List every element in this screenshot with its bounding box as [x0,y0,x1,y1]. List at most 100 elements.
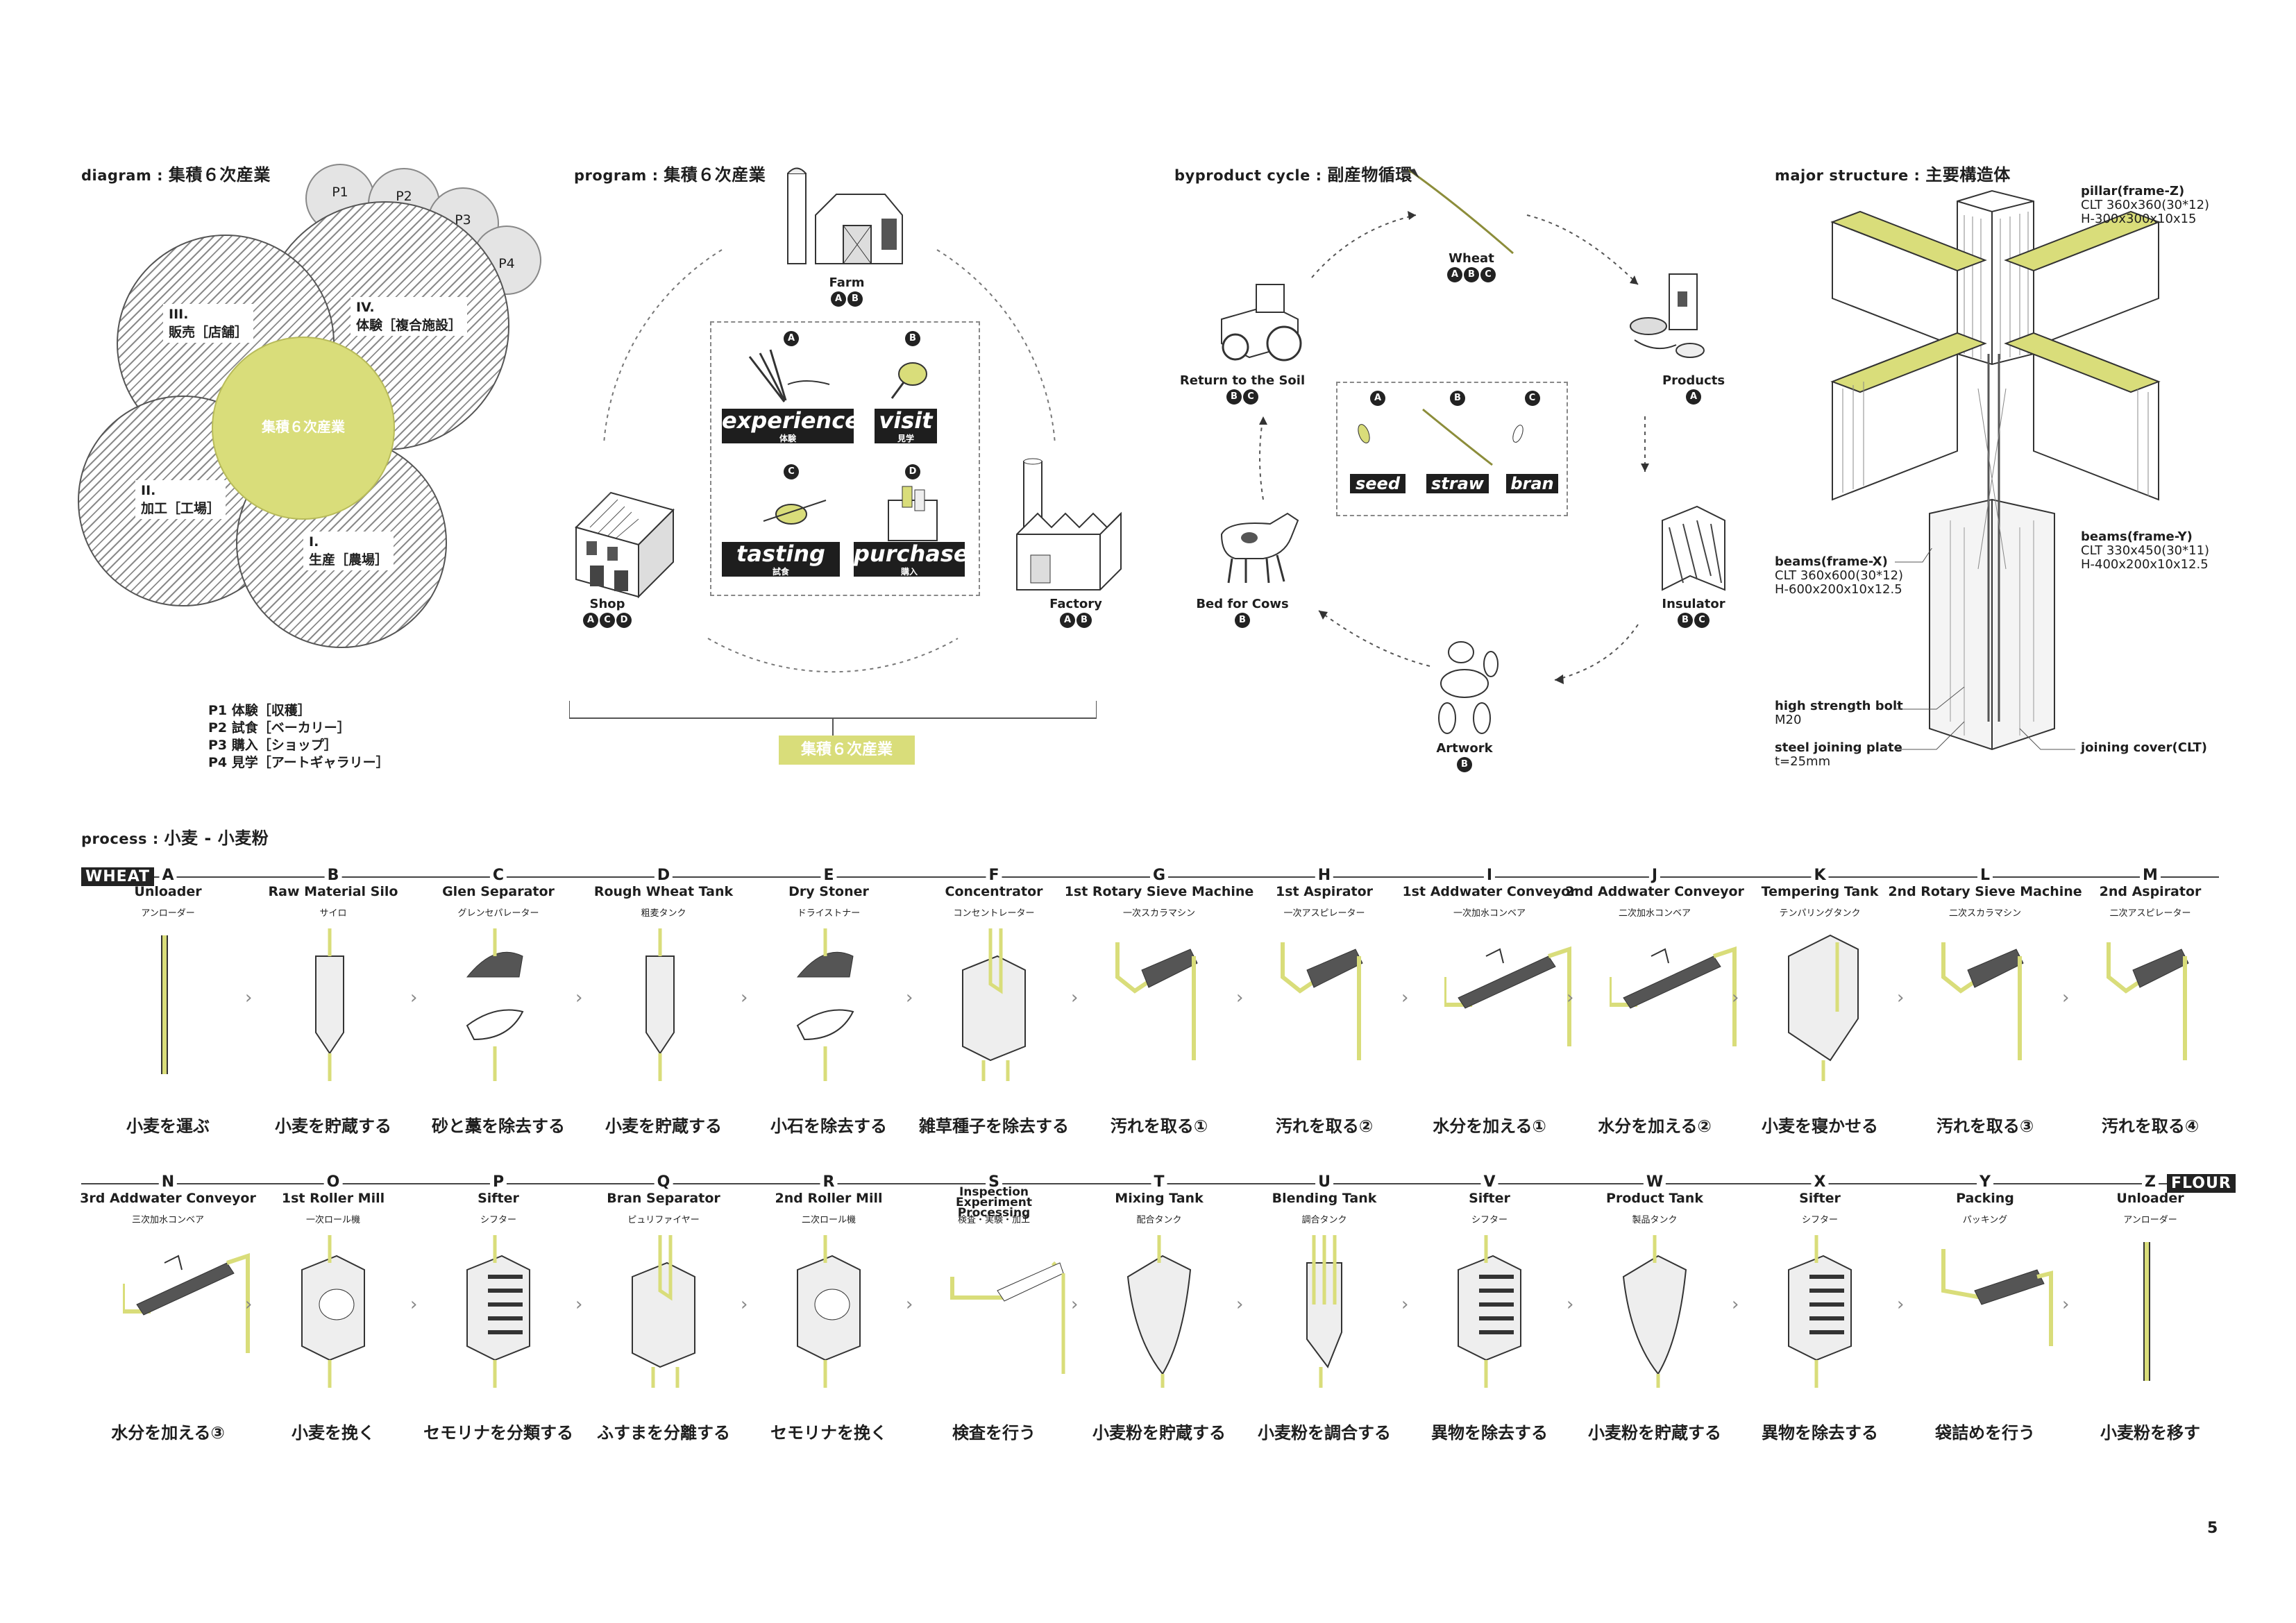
zone-label-iv: IV.体験［複合施設］ [351,297,468,336]
legend-p3: P3 購入［ショップ］ [208,738,337,753]
process-step-jp: 一次ロール機 [305,1215,361,1225]
process-step-jp: 一次スカラマシン [1122,908,1196,919]
process-icon-mill [797,1235,861,1388]
process-step-jp: テンパリングタンク [1779,908,1861,919]
label-beams-x-line1: CLT 360x600(30*12) [1775,568,1904,583]
process-step-action: 小麦を貯蔵する [605,1116,722,1136]
process-step-jp: 三次加水コンベア [131,1215,205,1225]
process-step-name: Product Tank [1606,1191,1703,1206]
activity-purchase: D purchase 購入 [854,464,972,588]
badge-b: B [1678,613,1693,628]
node-insulator-label: Insulator [1662,597,1725,611]
process-step-action: 小石を除去する [770,1116,887,1136]
process-step-jp: 配合タンク [1136,1215,1182,1225]
process-icon-pipe [161,935,168,1074]
process-step-jp: 一次加水コンベア [1453,908,1526,919]
process-step-name: Concentrator [945,884,1043,899]
bran-icon [1512,425,1523,443]
process-arrow-icon: › [575,987,583,1008]
diagram-title-jp: 集積６次産業 [168,165,271,185]
label-bolt-title: high strength bolt [1775,699,1903,713]
process-step-name: Raw Material Silo [268,884,398,899]
process-step-name: 2nd Roller Mill [775,1191,883,1206]
zone-label-ii: II.加工［工場］ [135,480,226,519]
process-step-letter: O [323,1173,343,1191]
magnifier-icon [890,362,927,399]
label-plate-title: steel joining plate [1775,740,1902,755]
program-ring [569,249,1097,736]
badge-a: A [583,613,598,628]
process-arrow-icon: › [741,987,748,1008]
process-step-action: 水分を加える② [1598,1116,1712,1136]
wheat-tag: WHEAT [81,867,155,886]
process-arrow-icon: › [906,1294,913,1315]
shopping-bag-icon [888,486,938,541]
process-icon-silo [315,928,344,1081]
process-arrow-icon: › [1071,1294,1079,1315]
process-icon-sieve [1115,942,1198,1060]
label-bolt-line1: M20 [1775,713,1802,727]
process-step-letter: B [324,867,342,884]
process-arrow-icon: › [410,987,418,1008]
wheat-hand-icon [748,349,830,402]
process-step-action: ふすまを分離する [597,1423,730,1443]
process-step-action: 小麦を挽く [292,1423,375,1443]
program-title-en: program : [574,167,659,184]
artwork-balloon-dog-icon [1438,641,1499,734]
process-step-jp: 調合タンク [1301,1215,1347,1225]
process-step-jp: グレンセパレーター [457,908,539,919]
process-icon-sifter [1458,1235,1521,1388]
process-icon-sifter [1788,1235,1852,1388]
process-icon-blend [1306,1235,1342,1388]
flour-tag: FLOUR [2167,1174,2236,1193]
process-step-action: 異物を除去する [1431,1423,1548,1443]
process-step-letter: K [1811,867,1829,884]
process-step-jp: 二次加水コンベア [1618,908,1691,919]
badge-b: B [847,291,863,307]
process-step-letter: Z [2142,1173,2159,1191]
process-icon-silo [645,928,675,1081]
process-step-action: 汚れを取る③ [1936,1116,2034,1136]
activity-experience: A experience 体験 [722,330,861,455]
visit-card-jp: 見学 [897,434,914,443]
legend-p2: P2 試食［ベーカリー］ [208,720,351,736]
process-step-jp: コンセントレーター [953,908,1035,919]
process-step-action: 小麦粉を移す [2100,1423,2200,1443]
experience-card-en: experience [722,407,860,434]
straw-card: straw [1426,474,1489,493]
factory-illustration [1016,458,1122,590]
badge-c: C [784,464,799,479]
zone-num-ii: II. [141,483,156,498]
process-icon-sieve [1281,942,1363,1060]
shop-label-text: Shop [589,597,625,611]
badge-b: B [1226,389,1242,405]
process-icon-sieve [2107,942,2189,1060]
process-step-jp: パッキング [1962,1215,2008,1225]
badge-c: C [1524,391,1540,406]
process-step-name: Tempering Tank [1761,884,1879,899]
process-step-name: Packing [1956,1191,2014,1206]
process-step-name: Sifter [478,1191,519,1206]
program-activity-box [710,321,980,596]
process-step-action: 小麦を貯蔵する [275,1116,391,1136]
process-title: process : 小麦 - 小麦粉 [81,824,269,849]
p2-label: P2 [396,189,412,204]
process-step-name: 2nd Aspirator [2099,884,2202,899]
label-beams-x-line2: H-600x200x10x12.5 [1775,582,1902,597]
process-step-name: Rough Wheat Tank [593,884,734,899]
label-beams-y-title: beams(frame-Y) [2081,529,2193,544]
process-row2-line [81,1183,2219,1184]
process-step-letter: L [1977,867,1993,884]
diagram-title-en: diagram : [81,167,164,184]
process-step-jp: シフター [1471,1215,1508,1225]
process-arrow-icon: › [245,1294,253,1315]
seed-card: seed [1350,474,1406,493]
badge-a: A [1686,389,1701,405]
process-icon-separator [466,928,524,1081]
badge-a: A [831,291,846,307]
